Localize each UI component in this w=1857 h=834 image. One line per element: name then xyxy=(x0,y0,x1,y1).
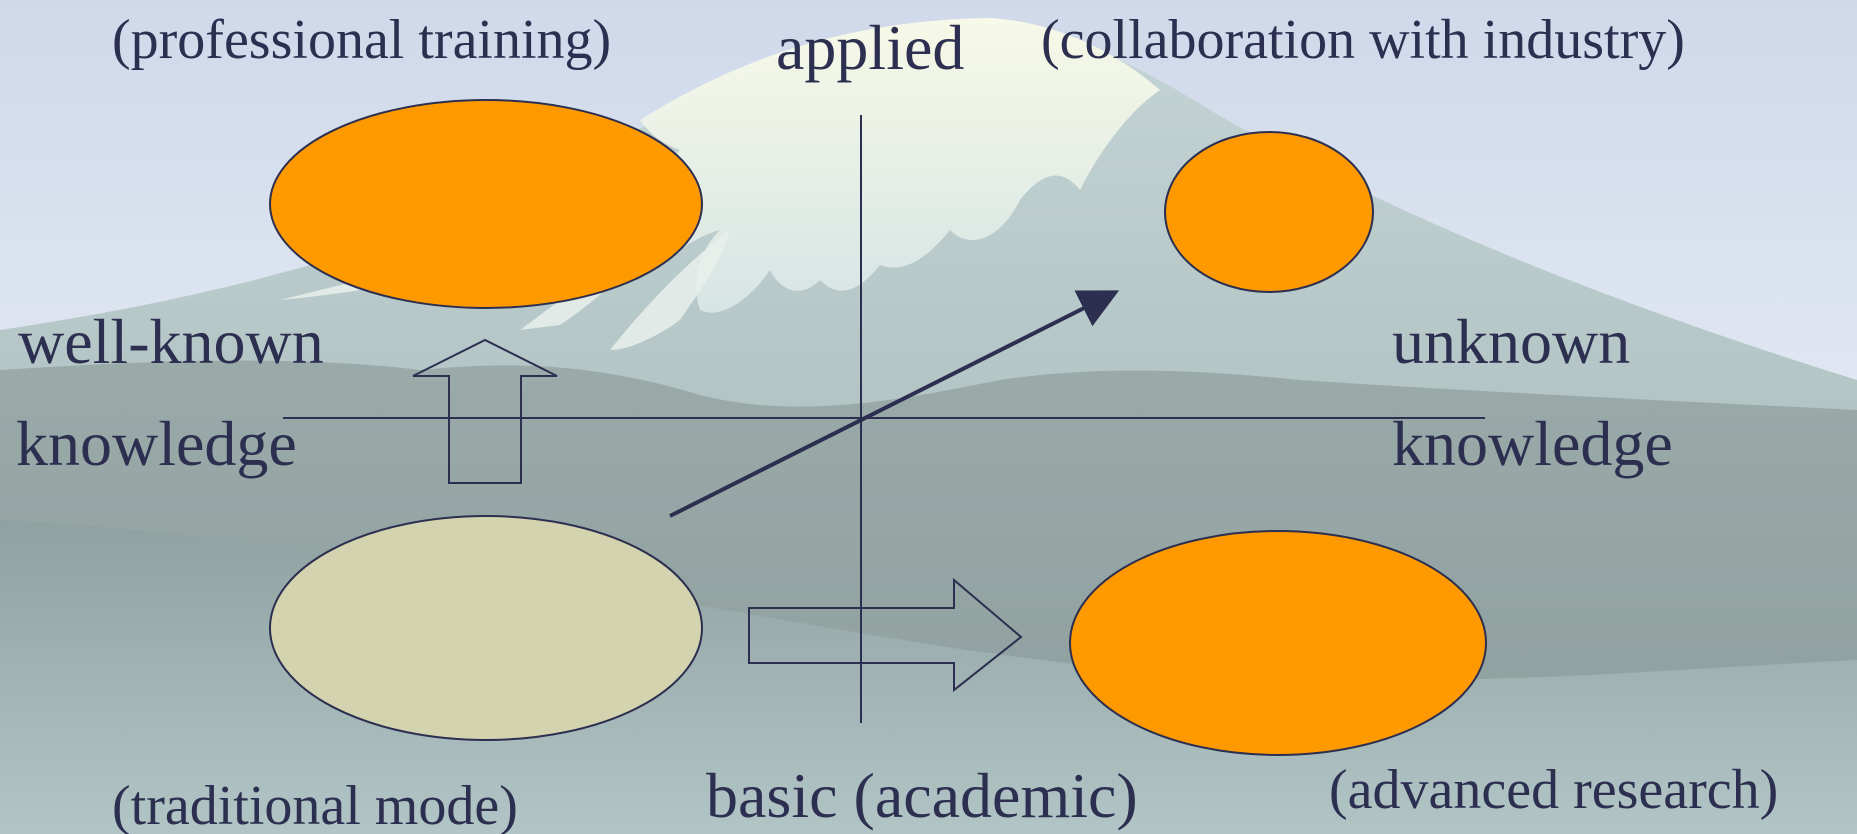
label-applied: applied xyxy=(776,12,965,83)
label-professional-training: (professional training) xyxy=(112,9,612,71)
ellipse-advanced-research xyxy=(1069,530,1487,756)
label-knowledge-left: knowledge xyxy=(16,408,297,479)
right-block-arrow xyxy=(748,577,1023,693)
label-knowledge-right: knowledge xyxy=(1392,408,1673,479)
diagonal-arrow xyxy=(669,290,1120,518)
label-basic-academic: basic (academic) xyxy=(706,760,1138,831)
mountain-snow xyxy=(640,18,1160,313)
label-collaboration-industry: (collaboration with industry) xyxy=(1041,9,1685,71)
ellipse-professional-training xyxy=(269,99,703,309)
label-well-known: well-known xyxy=(18,306,324,377)
ellipse-collaboration-industry xyxy=(1164,131,1374,293)
up-block-arrow xyxy=(412,338,558,484)
label-traditional-mode: (traditional mode) xyxy=(112,775,518,834)
label-unknown: unknown xyxy=(1392,306,1631,377)
label-advanced-research: (advanced research) xyxy=(1329,759,1779,821)
ellipse-traditional-mode xyxy=(269,515,703,741)
